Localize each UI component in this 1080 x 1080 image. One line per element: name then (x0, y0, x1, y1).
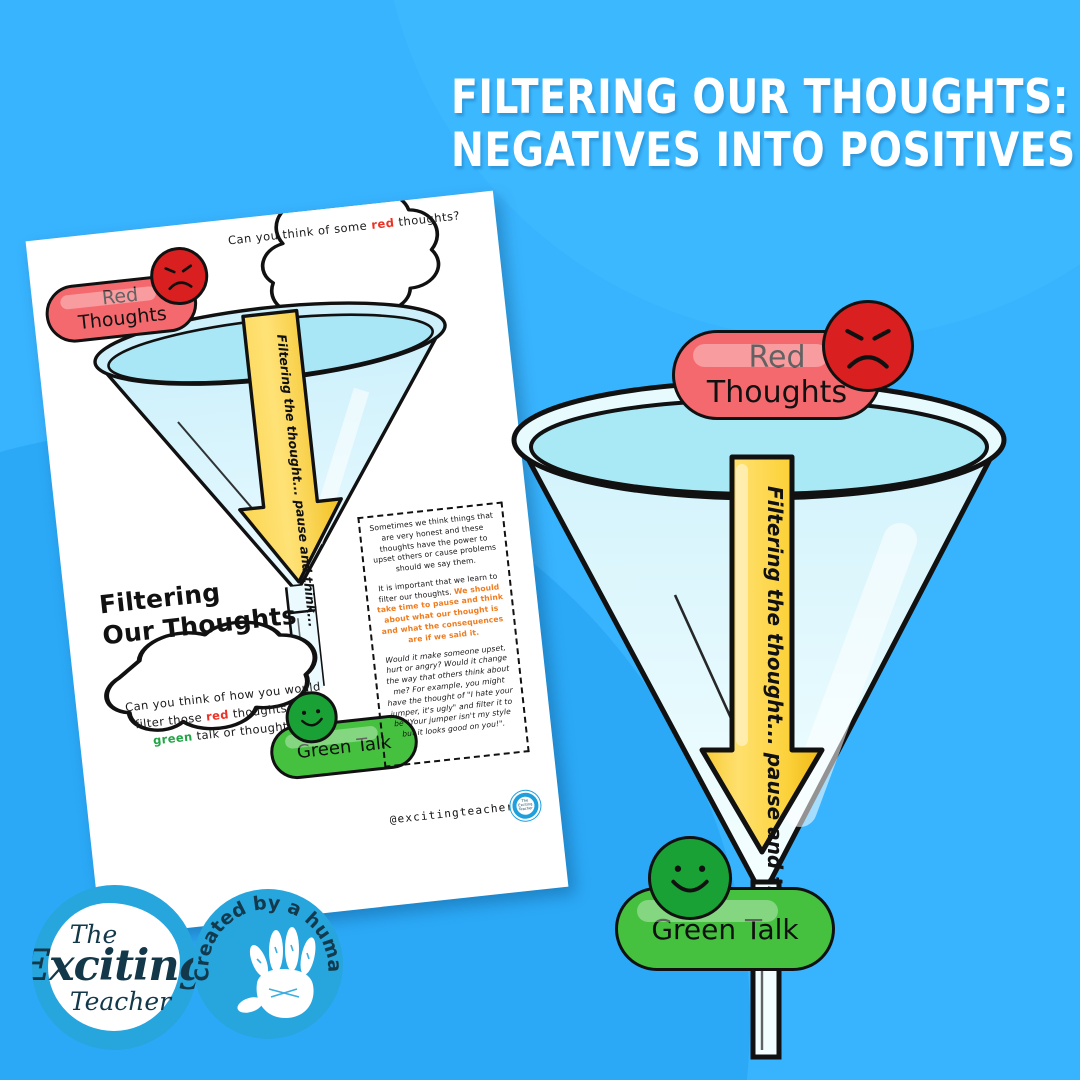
filter-arrow (699, 454, 825, 855)
badge-splat-shape (48, 903, 180, 1031)
badge-line-teacher: Teacher (69, 986, 172, 1016)
badge-arc-text: Created by a human! (193, 889, 343, 1039)
smiley-face-icon (282, 688, 341, 746)
red-pill-line2: Thoughts (706, 375, 848, 410)
info-paragraph-3: Would it make someone upset, hurt or ang… (384, 642, 514, 739)
brand-badge-created-by-a-human[interactable]: Created by a human! (193, 889, 343, 1039)
badge-line-the: The (69, 919, 118, 949)
worksheet-red-pill-line2: Thoughts (77, 302, 168, 335)
worksheet-page: Filtering the thought... pause and think… (25, 190, 569, 938)
green-pill-label: Green Talk (651, 912, 799, 946)
angry-face-icon (822, 300, 914, 392)
page-title-line1: FILTERING OUR THOUGHTS: (451, 70, 1069, 125)
filter-arrow-label: Filtering the thought... pause and think… (763, 486, 787, 957)
page-title: FILTERING OUR THOUGHTS: NEGATIVES INTO P… (451, 70, 1076, 178)
angry-face-icon (147, 244, 212, 308)
page-title-line2: NEGATIVES INTO POSITIVES (451, 122, 1076, 178)
main-funnel-illustration: Filtering the thought... pause and think… (500, 290, 1080, 1080)
smiley-face-icon (648, 836, 732, 920)
worksheet-preview[interactable]: Filtering the thought... pause and think… (25, 190, 569, 938)
worksheet-question-bottom-red-word: red (205, 707, 230, 724)
worksheet-question-top-red-word: red (370, 215, 396, 232)
info-paragraph-1: Sometimes we think things that are very … (368, 510, 497, 574)
handprint-icon (237, 927, 316, 1019)
main-funnel-graphic: Filtering the thought... pause and think… (511, 379, 1007, 1060)
red-pill-line1: Red (748, 339, 806, 375)
worksheet-question-bottom-green-word: green (152, 728, 194, 748)
badge-line-exciting: Exciting (32, 940, 197, 991)
info-paragraph-2: It is important that we learn to filter … (372, 571, 510, 650)
brand-badge-exciting-teacher[interactable]: The Exciting Teacher (32, 885, 197, 1050)
